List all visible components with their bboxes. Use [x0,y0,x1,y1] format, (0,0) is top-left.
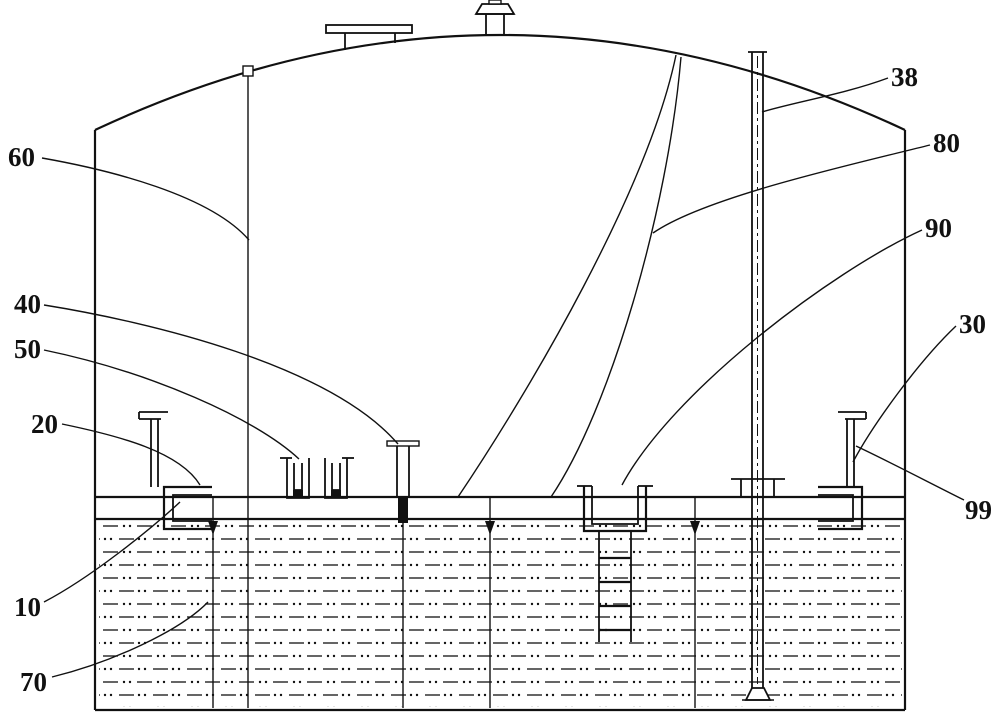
ref-label-20: 20 [31,409,58,439]
deck-nozzle-pipe [386,440,420,708]
flexible-hose [457,54,682,498]
ref-label-40: 40 [14,289,41,319]
leader-60 [41,157,250,241]
ref-label-60: 60 [8,142,35,172]
floating-deck [95,495,905,521]
ladder [598,531,632,642]
leader-40 [43,304,399,445]
ref-label-99: 99 [965,495,992,525]
roof-manhole [325,24,413,50]
leader-38 [761,77,889,113]
leader-50 [43,349,300,460]
ref-label-38: 38 [891,62,918,92]
ref-label-50: 50 [14,334,41,364]
ref-label-30: 30 [959,309,986,339]
left-rim-seal [138,411,212,531]
deck-well-box [577,485,653,533]
ref-label-90: 90 [925,213,952,243]
leader-lines [41,77,965,678]
gauge-roof-fitting [242,65,254,77]
tank-dome-roof [94,33,906,131]
right-rim-seal [818,411,867,531]
gauge-tape-line [242,65,254,708]
mushroom-vent [474,0,516,36]
leader-70 [51,601,209,678]
deck-support-legs [208,497,700,708]
leader-10 [43,501,181,603]
leader-90 [621,229,923,486]
guide-pole [731,51,785,701]
tank-shell [93,33,907,712]
ref-label-70: 70 [20,667,47,697]
reference-numerals: 60 40 50 20 10 70 38 80 90 30 99 [8,62,992,697]
leader-80 [652,144,931,234]
leader-99 [855,445,965,501]
ref-label-10: 10 [14,592,41,622]
leader-20 [61,423,201,486]
deck-channel-fittings [280,457,354,499]
ref-label-80: 80 [933,128,960,158]
nozzle-tee-cap [386,440,420,447]
liquid-hatch-area [99,523,902,707]
